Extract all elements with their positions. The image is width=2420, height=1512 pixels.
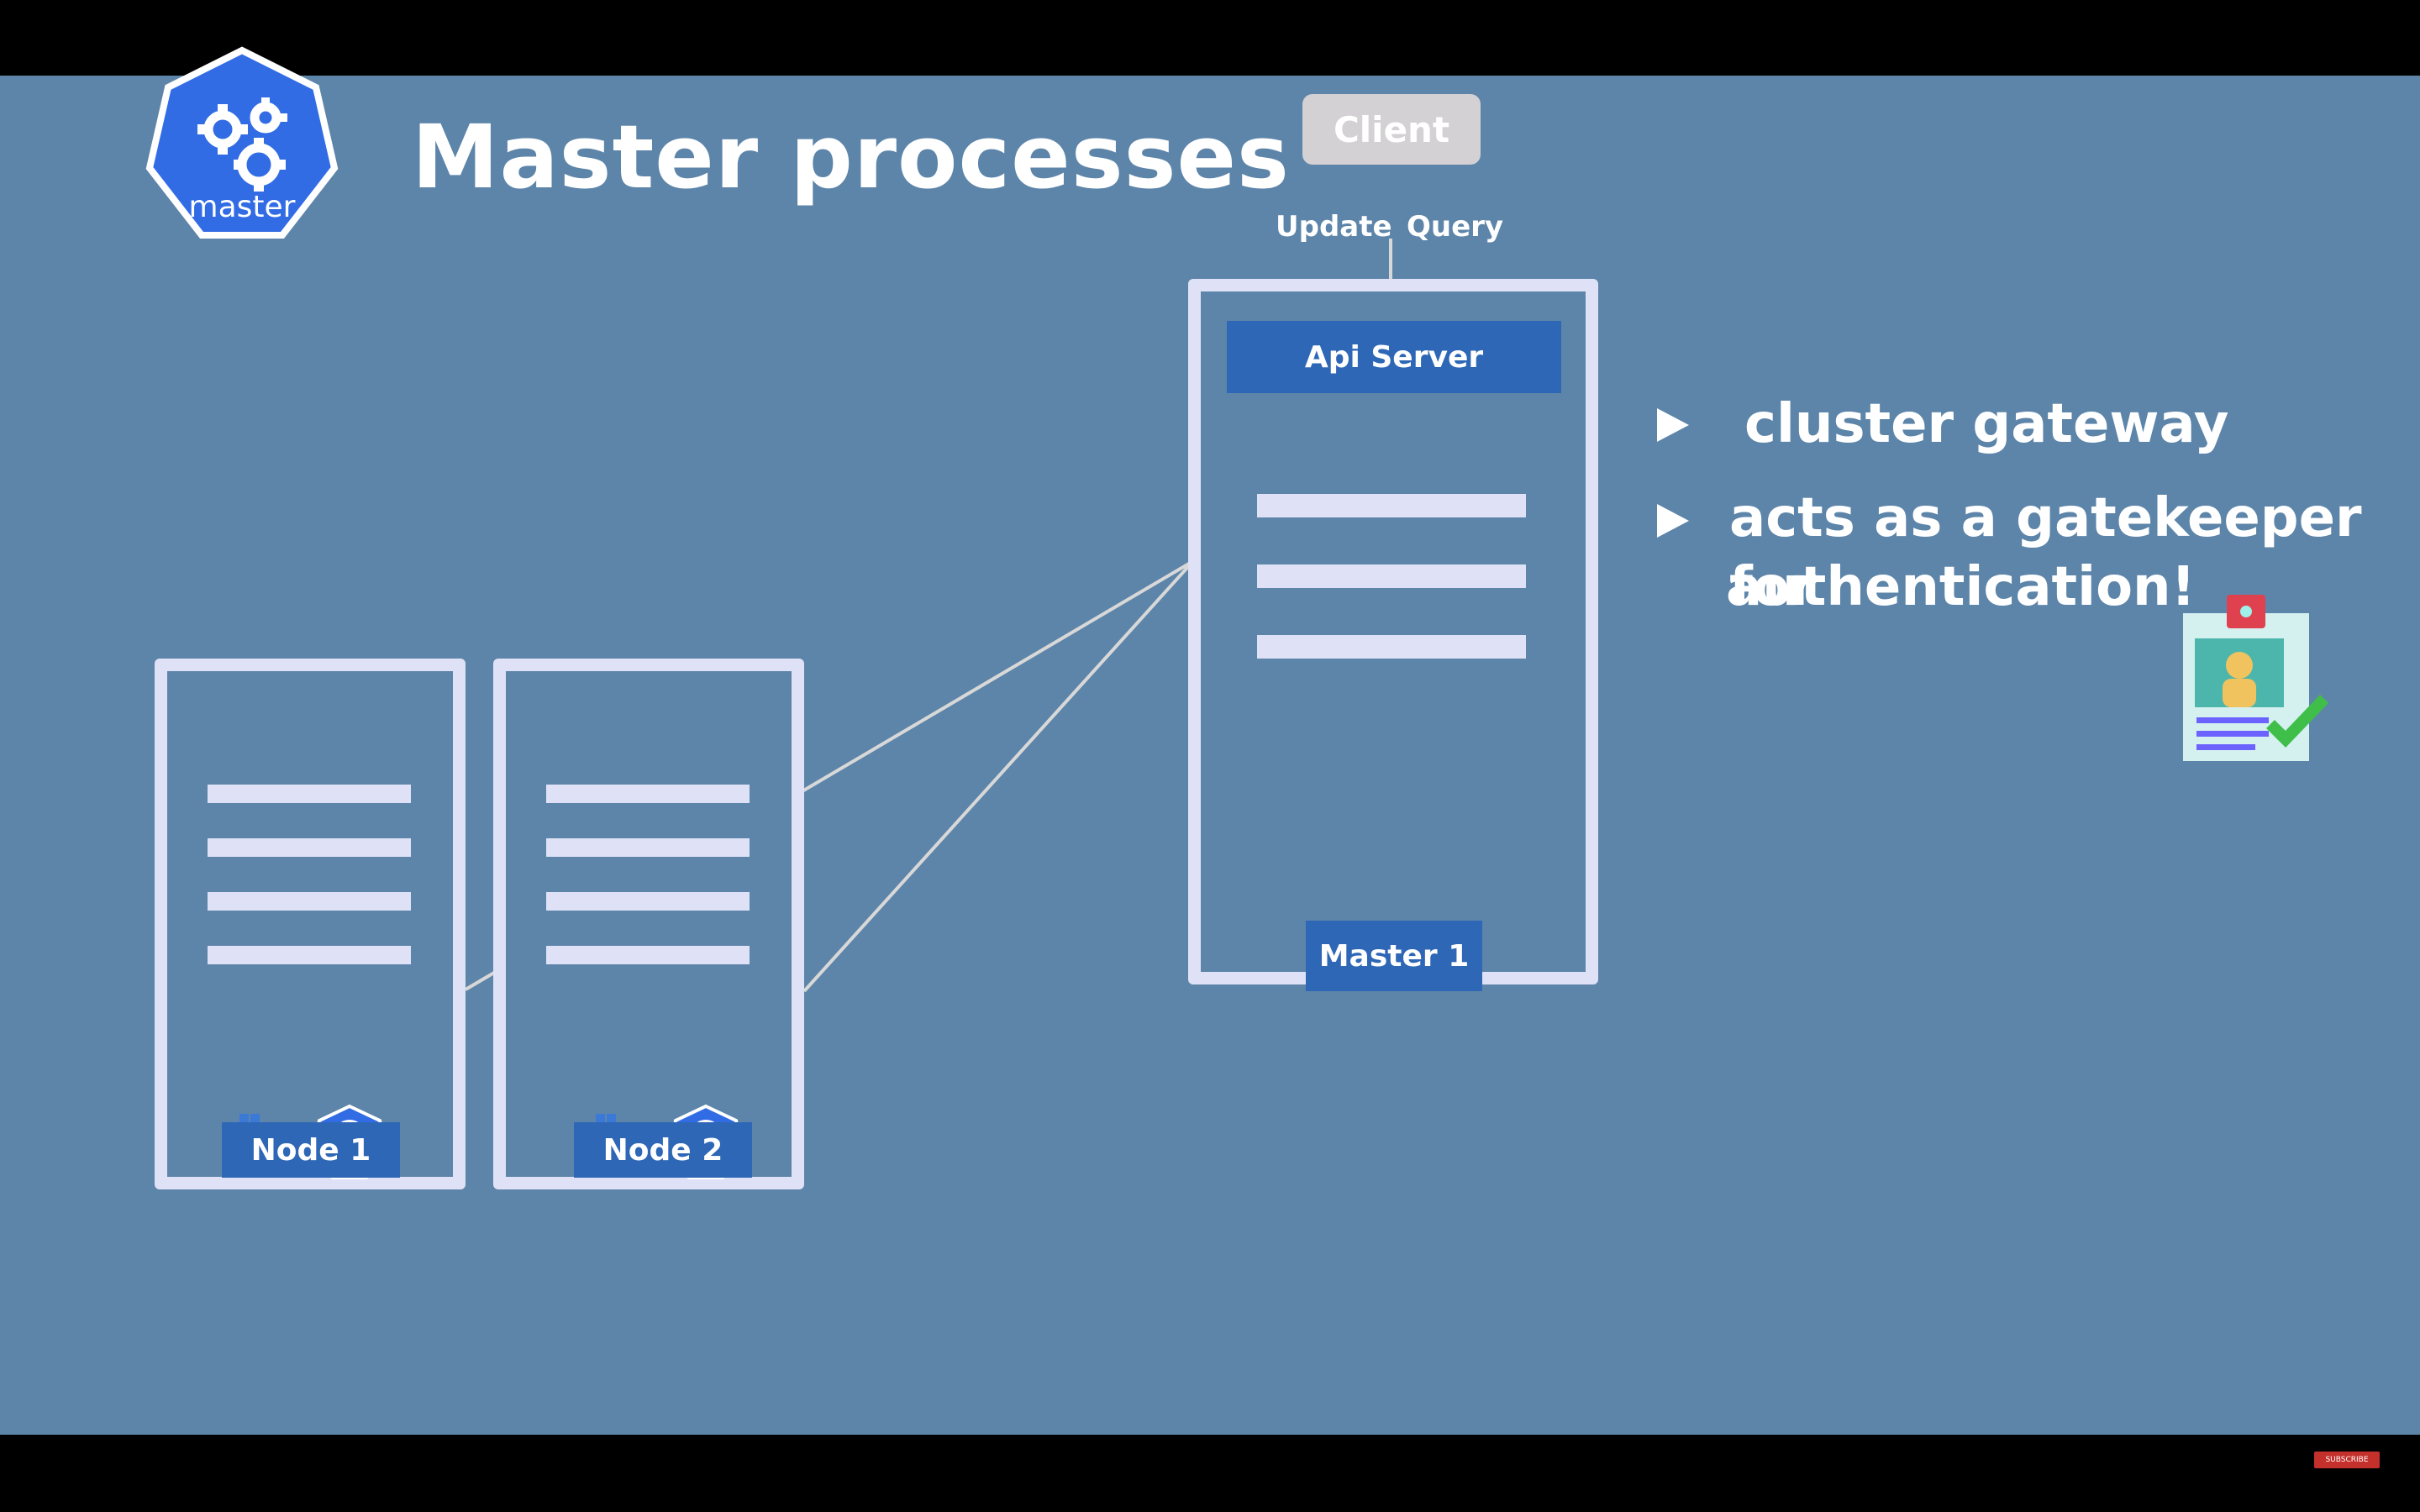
logo-label: master [188,190,296,224]
server-line [1257,494,1526,517]
bullet-text: cluster gateway [1744,393,2229,455]
node-label: Node 2 [574,1122,752,1178]
worker-node [493,659,804,1189]
play-arrow-icon [1657,504,1689,538]
server-line [1257,564,1526,588]
server-line [208,946,411,964]
server-line [208,785,411,803]
checkmark-icon [2266,695,2329,748]
api-server-label: Api Server [1227,321,1561,393]
server-line [208,892,411,911]
kubernetes-master-icon [145,46,339,239]
server-line [546,838,750,857]
client-box: Client [1302,94,1481,165]
server-line [208,838,411,857]
worker-node [155,659,466,1189]
server-line [546,892,750,911]
subscribe-button[interactable]: SUBSCRIBE [2314,1452,2380,1468]
page-title: Master processes [412,106,1290,208]
node-label: Node 1 [222,1122,400,1178]
bullet-text: acts as a gatekeeper for [1729,487,2362,618]
master-label: Master 1 [1306,921,1482,991]
update-label: Update [1276,210,1392,244]
play-arrow-icon [1657,408,1689,442]
query-label: Query [1407,210,1504,244]
id-badge-icon [2183,595,2329,761]
server-line [546,946,750,964]
master-server [1188,279,1598,984]
bullet-text: authentication! [1726,556,2196,618]
server-line [1257,635,1526,659]
server-line [546,785,750,803]
